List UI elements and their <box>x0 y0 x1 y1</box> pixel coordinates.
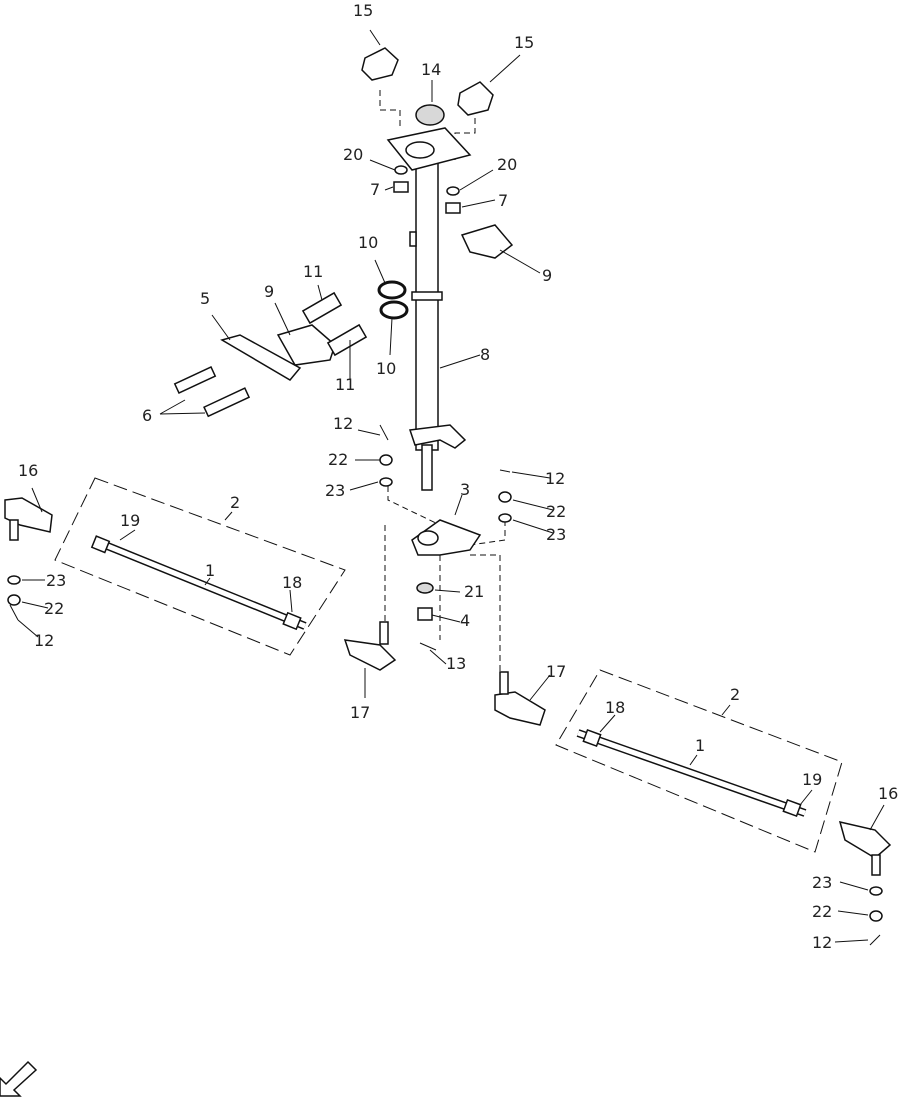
callout: 15 <box>353 1 373 20</box>
callout: 23 <box>546 525 566 544</box>
callout: 7 <box>498 191 508 210</box>
callout: 14 <box>421 60 441 79</box>
callout: 18 <box>282 573 302 592</box>
clamp-left <box>361 47 399 81</box>
callout: 23 <box>325 481 345 500</box>
callout: 6 <box>142 406 152 425</box>
callout: 22 <box>328 450 348 469</box>
clamp-right <box>457 81 494 116</box>
callout: 1 <box>695 736 705 755</box>
callout: 23 <box>812 873 832 892</box>
callout: 20 <box>497 155 517 174</box>
tie-rod-left <box>90 535 307 631</box>
tie-rod-assembly-box-right <box>555 669 843 853</box>
callout: 8 <box>480 345 490 364</box>
callout: 23 <box>46 571 66 590</box>
callout: 22 <box>44 599 64 618</box>
callout: 13 <box>446 654 466 673</box>
tie-rod-assembly-box-left <box>54 477 346 656</box>
callout: 4 <box>460 611 470 630</box>
callout: 11 <box>335 375 355 394</box>
callout: 12 <box>812 933 832 952</box>
callout: 22 <box>546 502 566 521</box>
callout: 11 <box>303 262 323 281</box>
callout: 10 <box>376 359 396 378</box>
callout: 2 <box>230 493 240 512</box>
callout: 18 <box>605 698 625 717</box>
callout: 3 <box>460 480 470 499</box>
callout: 19 <box>802 770 822 789</box>
tie-rod-right <box>576 729 807 817</box>
callout: 20 <box>343 145 363 164</box>
callout: 1 <box>205 561 215 580</box>
callout: 9 <box>264 282 274 301</box>
callout: 19 <box>120 511 140 530</box>
callout: 12 <box>333 414 353 433</box>
callout: 9 <box>542 266 552 285</box>
callout: 15 <box>514 33 534 52</box>
callout: 22 <box>812 902 832 921</box>
callout-labels: 15 15 14 20 7 20 7 10 9 11 9 5 10 11 8 6… <box>18 1 898 952</box>
steering-column <box>386 104 472 491</box>
callout: 17 <box>546 662 566 681</box>
callout: 7 <box>370 180 380 199</box>
callout: 17 <box>350 703 370 722</box>
callout: 12 <box>34 631 54 650</box>
callout: 2 <box>730 685 740 704</box>
callout: 5 <box>200 289 210 308</box>
callout: 16 <box>878 784 898 803</box>
callout: 12 <box>545 469 565 488</box>
callout: 21 <box>464 582 484 601</box>
front-arrow-icon <box>0 1060 38 1097</box>
callout: 16 <box>18 461 38 480</box>
callout: 10 <box>358 233 378 252</box>
